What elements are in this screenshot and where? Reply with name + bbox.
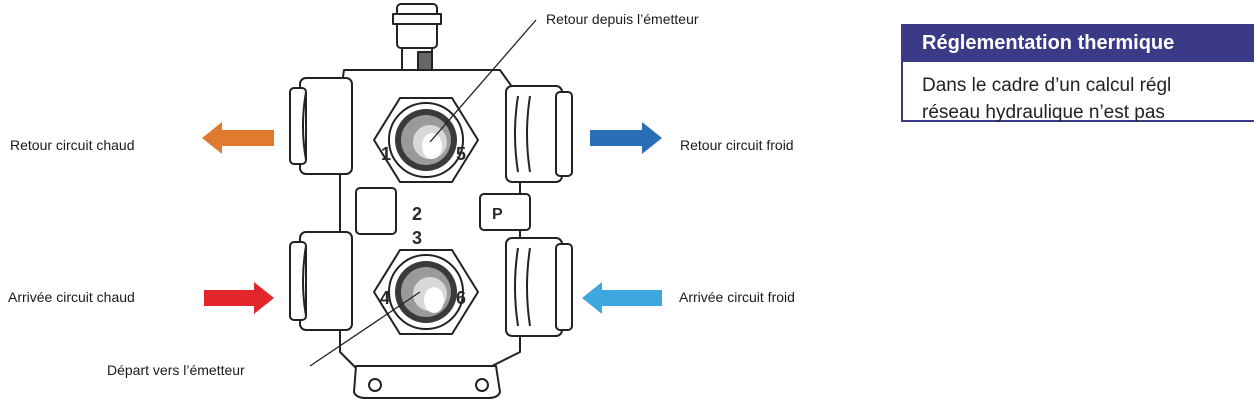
arrow-inlet-hot [204,282,274,314]
lower-port-bore [388,254,464,330]
port-number-4: 4 [380,288,390,308]
label-return-cold-circuit: Retour circuit froid [680,137,794,153]
label-inlet-hot-circuit: Arrivée circuit chaud [8,289,135,305]
port-number-6: 6 [456,288,466,308]
port-number-5: 5 [456,144,466,164]
arrow-inlet-cold [582,282,662,314]
regulation-note-panel: Réglementation thermique Dans le cadre d… [901,24,1254,253]
label-departure-to-emitter: Départ vers l’émetteur [107,362,245,378]
regulation-note-title: Réglementation thermique [901,24,1254,62]
leader-line-departure-to-emitter [309,291,421,367]
upper-port-bore [388,102,464,178]
port-number-3: 3 [412,228,422,248]
valve-body [289,3,573,399]
arrow-return-hot [202,122,274,154]
port-number-2: 2 [412,204,422,224]
label-inlet-cold-circuit: Arrivée circuit froid [679,289,795,305]
label-return-hot-circuit: Retour circuit chaud [10,137,135,153]
leader-line-return-from-emitter [429,19,537,143]
valve-diagram: 1 2 3 4 5 6 P [202,3,662,399]
regulation-note-line-2: réseau hydraulique n’est pas [922,102,1165,123]
regulation-note-body: Dans le cadre d’un calcul régl réseau hy… [901,62,1254,123]
regulation-note-line-1: Dans le cadre d’un calcul régl [922,75,1172,96]
body-marking-p: P [492,206,503,223]
arrow-return-cold [590,122,662,154]
label-return-from-emitter: Retour depuis l’émetteur [546,11,699,27]
port-number-1: 1 [381,144,391,164]
